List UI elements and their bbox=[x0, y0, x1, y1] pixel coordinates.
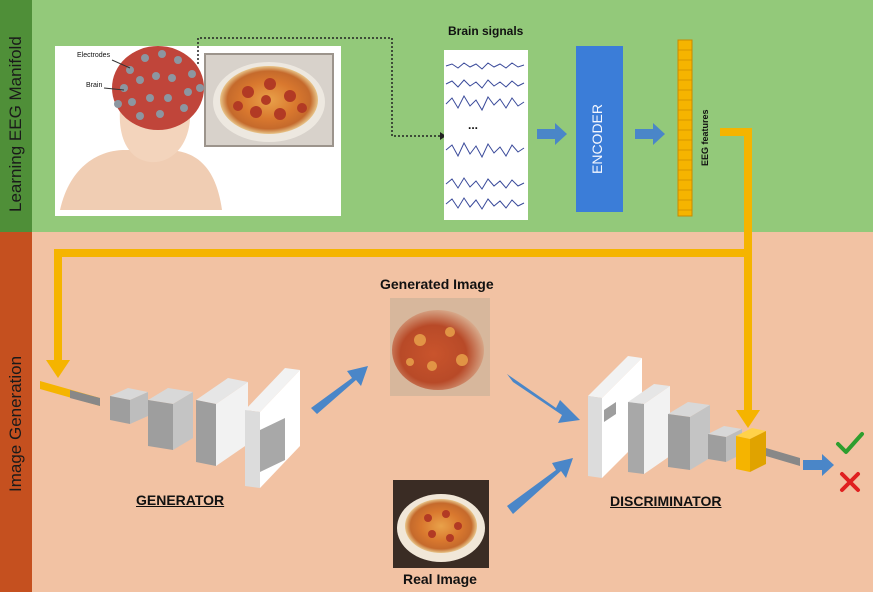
stimulus-to-signals-connector bbox=[197, 37, 440, 137]
generator-layer-2 bbox=[148, 388, 193, 450]
encoder-to-features-arrow bbox=[635, 123, 665, 145]
discriminator-feature-concat bbox=[736, 428, 766, 472]
generator-layer-1 bbox=[110, 388, 148, 424]
cross-icon bbox=[840, 472, 860, 492]
real-image-label: Real Image bbox=[403, 571, 477, 587]
image-generation-sidebar bbox=[0, 232, 32, 592]
discriminator-network bbox=[588, 356, 800, 478]
feature-routing bbox=[54, 128, 752, 410]
feature-vector-cells bbox=[678, 49, 692, 211]
discriminator-output-vector bbox=[766, 448, 800, 466]
eeg-feature-vector bbox=[677, 39, 693, 217]
check-icon bbox=[836, 432, 864, 454]
subject-shoulders bbox=[60, 150, 222, 210]
decision-arrow bbox=[803, 454, 834, 476]
generated-image-label: Generated Image bbox=[380, 276, 494, 292]
subject-figure bbox=[55, 46, 341, 216]
encoder-label: ENCODER bbox=[589, 103, 605, 174]
signals-ellipsis: ... bbox=[468, 118, 479, 132]
discriminator-layer-3 bbox=[668, 402, 710, 470]
real-image bbox=[393, 480, 489, 568]
encoder-block bbox=[576, 46, 623, 212]
generated-to-discriminator-arrow bbox=[507, 374, 580, 423]
brain-signals-panel bbox=[444, 50, 528, 220]
real-to-discriminator-arrow bbox=[507, 458, 573, 514]
discriminator-input-arrowhead bbox=[736, 410, 760, 428]
generated-image bbox=[390, 298, 490, 396]
generator-layer-4 bbox=[245, 368, 300, 488]
electrode-dots bbox=[114, 50, 204, 120]
discriminator-label: DISCRIMINATOR bbox=[610, 493, 722, 509]
electrodes-label: Electrodes bbox=[77, 52, 111, 59]
eeg-manifold-sidebar bbox=[0, 0, 32, 232]
discriminator-layer-2 bbox=[628, 384, 670, 474]
connector-arrowhead bbox=[440, 132, 446, 140]
generator-label: GENERATOR bbox=[136, 492, 225, 508]
generator-layer-3 bbox=[196, 378, 248, 466]
brain-label: Brain bbox=[86, 82, 103, 89]
eeg-features-label: EEG features bbox=[700, 109, 710, 166]
generator-output-arrow bbox=[311, 366, 368, 414]
brain-signals-title: Brain signals bbox=[448, 24, 524, 38]
generator-input-arrowhead bbox=[46, 360, 70, 378]
stimulus-image bbox=[204, 53, 334, 147]
generator-network bbox=[40, 368, 300, 488]
signals-to-encoder-arrow bbox=[537, 123, 567, 145]
